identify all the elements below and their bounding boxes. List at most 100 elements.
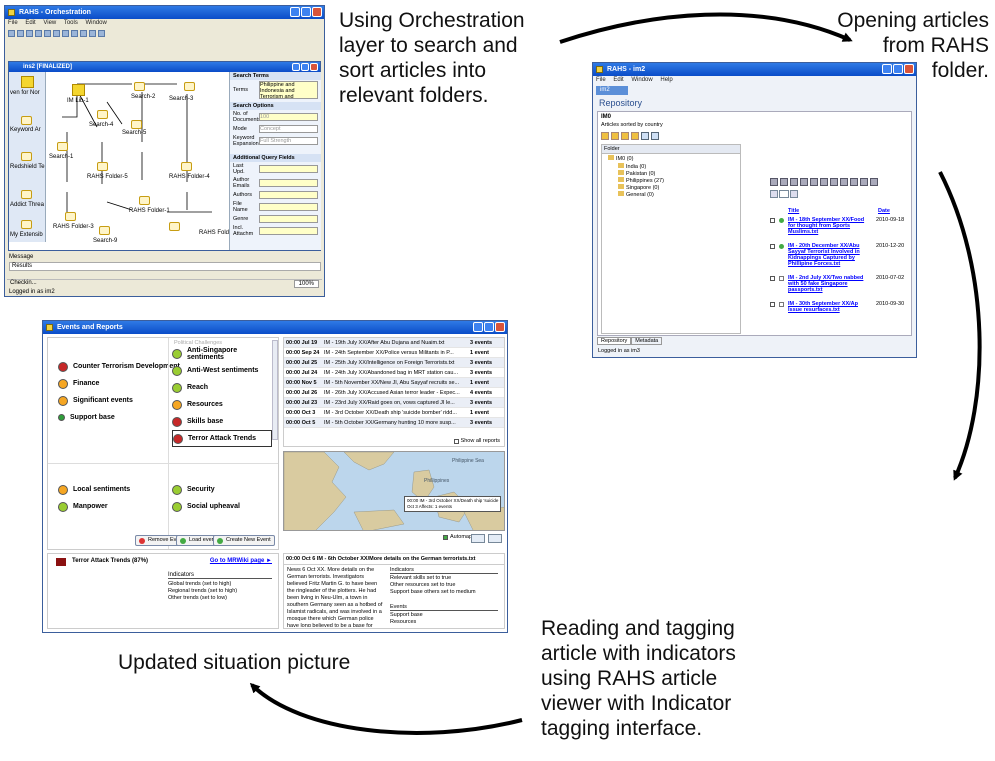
palette-item[interactable]: Redshield Te xyxy=(10,164,45,170)
article-title[interactable]: IM - 18th September XX/Food for thought … xyxy=(788,217,865,235)
workflow-node[interactable]: RAHS Folder-3 xyxy=(53,224,94,230)
palette-item[interactable]: ven for Nor xyxy=(10,90,40,96)
tree-folder[interactable]: General (0) xyxy=(602,191,740,198)
close-icon[interactable] xyxy=(904,64,914,74)
article-title[interactable]: IM - 30th September XX/Ap Issue resurfac… xyxy=(788,301,858,313)
tool-icon[interactable] xyxy=(790,178,798,186)
menu-view[interactable]: View xyxy=(43,20,57,26)
workflow-node[interactable]: RAHS Folder-4 xyxy=(169,174,210,180)
indicator-item[interactable]: Local sentiments xyxy=(58,481,130,498)
show-all-reports[interactable]: Show all reports xyxy=(453,438,500,444)
tool-icon[interactable] xyxy=(870,178,878,186)
indicator-item[interactable]: Support base xyxy=(58,409,180,426)
article-row[interactable]: IM - 30th September XX/Ap Issue resurfac… xyxy=(770,301,910,313)
workflow-node[interactable]: RAHS Folder-1 xyxy=(129,208,170,214)
shield-icon[interactable] xyxy=(21,190,32,199)
tab-metadata[interactable]: Metadata xyxy=(631,337,663,345)
refresh-icon[interactable] xyxy=(641,132,649,140)
cut-icon[interactable] xyxy=(35,30,42,37)
article-title[interactable]: IM - 2nd July XX/Two nabbed with 50 fake… xyxy=(788,275,864,293)
menu-help[interactable]: Help xyxy=(660,77,673,83)
documents-input[interactable]: 100 xyxy=(259,113,318,121)
tool-icon[interactable] xyxy=(800,178,808,186)
menu-file[interactable]: File xyxy=(8,20,18,26)
checkbox[interactable] xyxy=(770,244,775,249)
query-input[interactable] xyxy=(259,227,318,235)
indicator-item[interactable]: Manpower xyxy=(58,498,130,515)
maximize-icon[interactable] xyxy=(301,7,311,17)
folder-up-icon[interactable] xyxy=(621,132,629,140)
checkbox[interactable] xyxy=(770,276,775,281)
title-column-header[interactable]: Title xyxy=(788,208,800,214)
extension-icon[interactable] xyxy=(21,220,32,229)
indicator-item[interactable]: Finance xyxy=(58,375,180,392)
menu-window[interactable]: Window xyxy=(85,20,107,26)
node-icon[interactable] xyxy=(57,142,68,151)
orchestration-titlebar[interactable]: RAHS - Orchestration xyxy=(5,6,324,19)
maximize-icon[interactable] xyxy=(301,63,309,71)
menu-edit[interactable]: Edit xyxy=(25,20,36,26)
article-row[interactable]: IM - 20th December XX/Abu Sayyaf Terrori… xyxy=(770,243,910,267)
palette-item[interactable]: Addict Threa xyxy=(10,202,44,208)
minimize-icon[interactable] xyxy=(473,322,483,332)
delete-icon[interactable] xyxy=(44,30,51,37)
checkbox[interactable] xyxy=(453,438,459,444)
indicator-item[interactable]: Social upheaval xyxy=(172,498,240,515)
workflow-node[interactable]: RAHS Fold xyxy=(199,230,230,236)
tool-icon[interactable] xyxy=(850,178,858,186)
menu-tools[interactable]: Tools xyxy=(63,20,78,26)
checkbox[interactable] xyxy=(770,218,775,223)
palette-item[interactable]: Keyword Ar xyxy=(10,127,41,133)
zoom-out-button[interactable] xyxy=(488,534,502,543)
indicator-item[interactable]: Anti-Singapore sentiments xyxy=(172,345,272,362)
page-field[interactable] xyxy=(779,190,789,198)
minimize-icon[interactable] xyxy=(290,7,300,17)
minimize-icon[interactable] xyxy=(292,63,300,71)
new-icon[interactable] xyxy=(8,30,15,37)
minimize-icon[interactable] xyxy=(882,64,892,74)
mode-select[interactable]: Concept xyxy=(259,125,318,133)
node-icon[interactable] xyxy=(65,212,76,221)
zoom-in-button[interactable] xyxy=(471,534,485,543)
map-view[interactable]: Philippine Sea Phillippines 00:00 IM - 3… xyxy=(283,451,505,531)
maximize-icon[interactable] xyxy=(893,64,903,74)
tool-icon[interactable] xyxy=(770,178,778,186)
tool-icon[interactable] xyxy=(830,178,838,186)
maximize-icon[interactable] xyxy=(484,322,494,332)
query-input[interactable] xyxy=(259,191,318,199)
indicator-item[interactable]: Significant events xyxy=(58,392,180,409)
query-input[interactable] xyxy=(259,165,318,173)
wiki-link[interactable]: Go to MRWiki page ► xyxy=(209,558,272,564)
events-titlebar[interactable]: Events and Reports xyxy=(43,321,507,334)
menu-edit[interactable]: Edit xyxy=(613,77,624,83)
create-event-button[interactable]: Create New Event xyxy=(213,535,275,546)
tree-folder[interactable]: Philippines (27) xyxy=(602,177,740,184)
tree-folder[interactable]: Pakistan (0) xyxy=(602,170,740,177)
text-icon[interactable] xyxy=(98,30,105,37)
node-icon[interactable] xyxy=(72,84,85,96)
next-page-icon[interactable] xyxy=(790,190,798,198)
workflow-node[interactable]: RAHS Folder-5 xyxy=(87,174,128,180)
zoom-icon[interactable] xyxy=(71,30,78,37)
lib-icon[interactable] xyxy=(21,76,34,88)
prev-page-icon[interactable] xyxy=(770,190,778,198)
close-icon[interactable] xyxy=(310,63,318,71)
workflow-node[interactable]: Search-1 xyxy=(49,154,74,160)
workflow-node[interactable]: Search-3 xyxy=(169,96,194,102)
workflow-node[interactable]: Search-9 xyxy=(93,238,118,244)
tool-icon[interactable] xyxy=(780,178,788,186)
close-icon[interactable] xyxy=(312,7,322,17)
copy-icon[interactable] xyxy=(53,30,60,37)
indicator-item[interactable]: Counter Terrorism Development xyxy=(58,358,180,375)
tool-icon[interactable] xyxy=(820,178,828,186)
workflow-node[interactable]: Search-5 xyxy=(122,130,147,136)
tool-icon[interactable] xyxy=(860,178,868,186)
palette-item[interactable]: My Extensib xyxy=(10,232,43,238)
settings-icon[interactable] xyxy=(80,30,87,37)
